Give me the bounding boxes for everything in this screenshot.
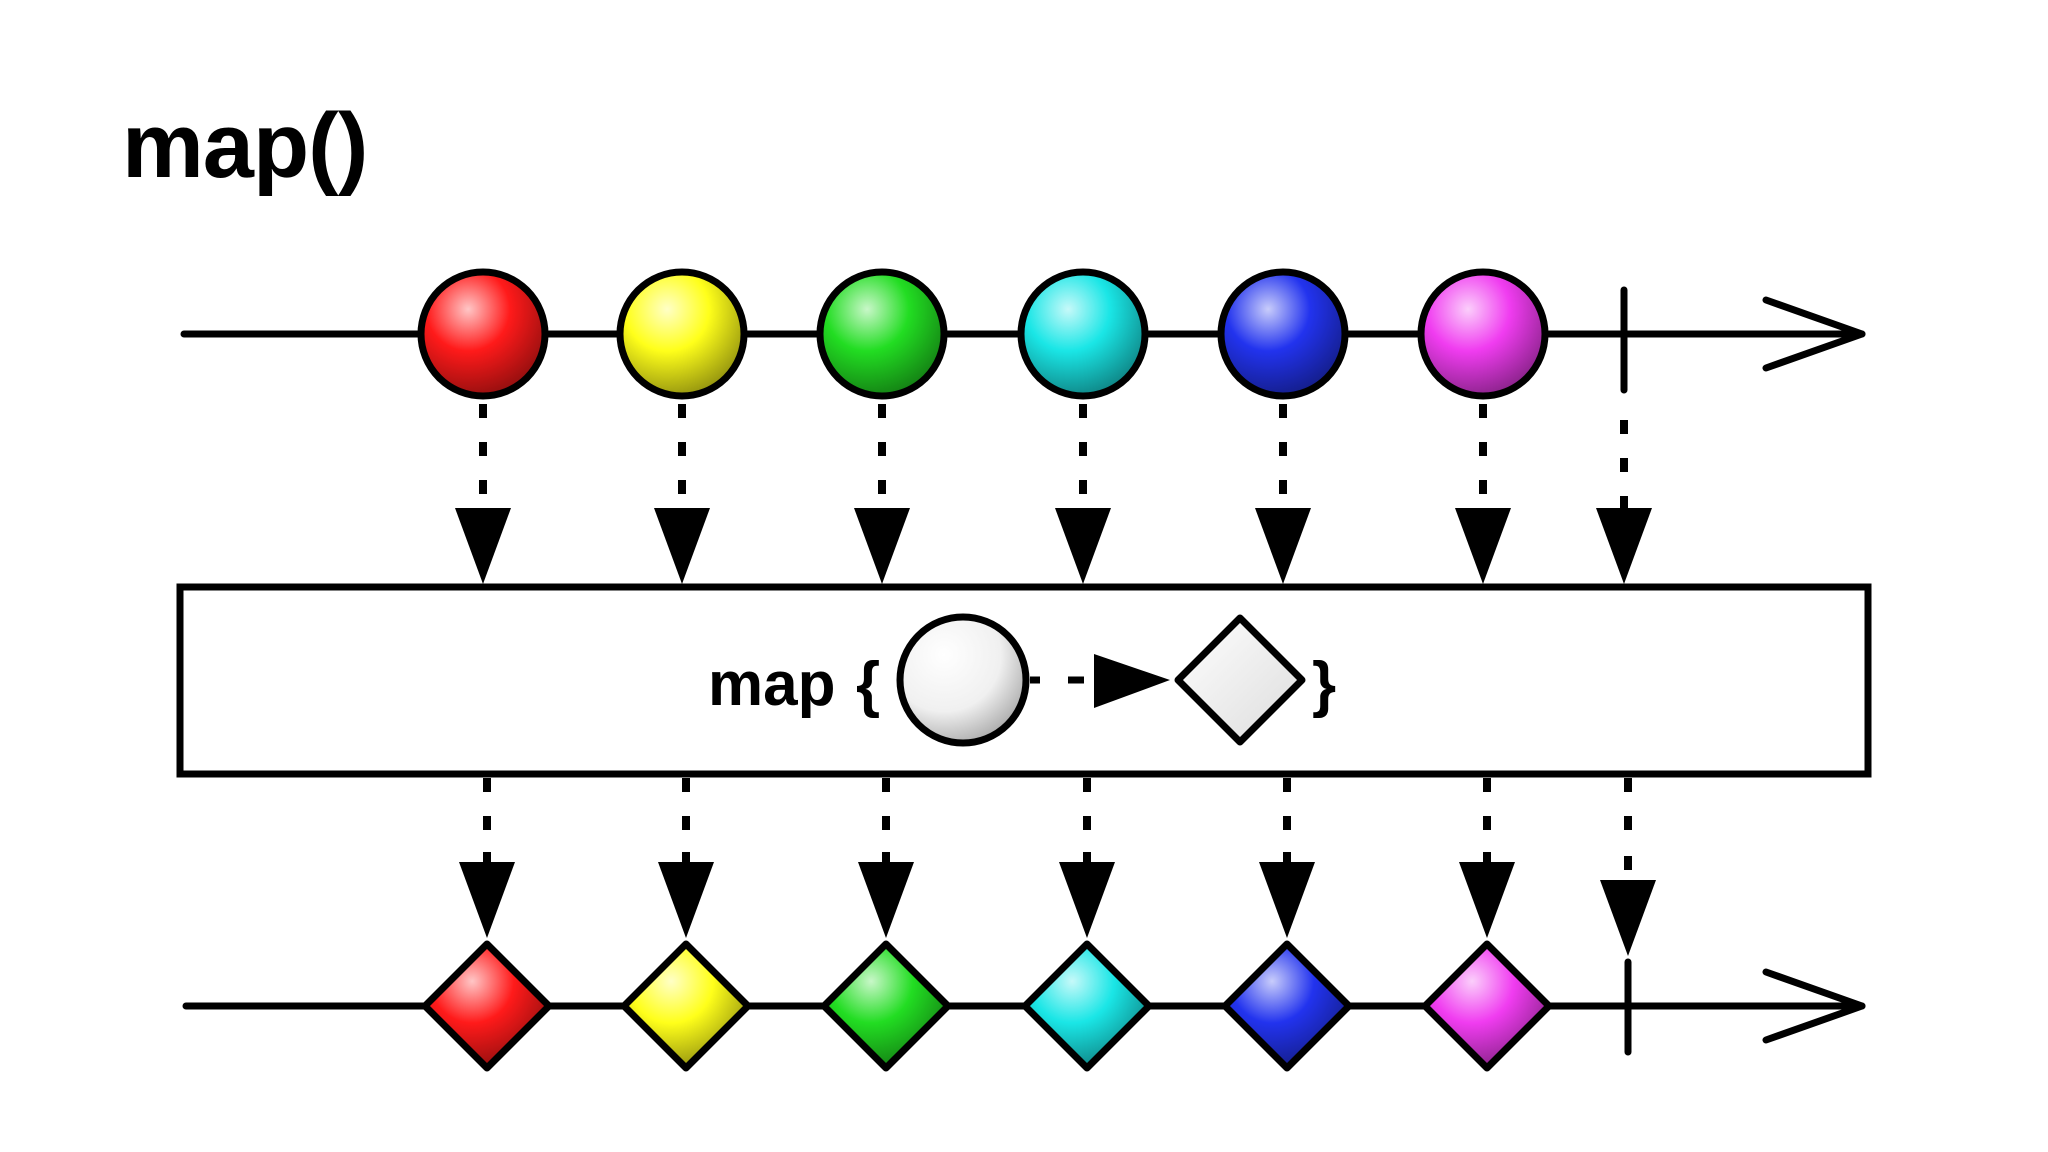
page-title: map() [122, 95, 368, 197]
output-marbles [421, 940, 1553, 1072]
output-marble-diamond-6 [1421, 940, 1553, 1072]
input-marble-circle-5 [1217, 268, 1349, 400]
down-arrow-bottom-4-head [1059, 862, 1115, 938]
operator-output-diamond-icon [1174, 614, 1306, 746]
down-arrow-bottom-6-head [1459, 862, 1515, 938]
down-arrow-top-2-head [654, 508, 710, 584]
down-arrow-top-4-head [1055, 508, 1111, 584]
down-arrow-bottom-2-head [658, 862, 714, 938]
down-arrow-top-5-head [1255, 508, 1311, 584]
arrows-into-operator [455, 404, 1652, 584]
input-marble-circle-4 [1017, 268, 1149, 400]
input-marble-circle-3 [816, 268, 948, 400]
down-arrow-bottom-1-head [459, 862, 515, 938]
output-marble-diamond-1 [421, 940, 553, 1072]
arrows-out-of-operator [459, 778, 1656, 956]
input-marble-circle-1 [417, 268, 549, 400]
down-arrow-bottom-3-head [858, 862, 914, 938]
input-marble-circle-2 [616, 268, 748, 400]
operator-box: map { } [176, 583, 1872, 778]
input-timeline-arrowhead [1762, 296, 1866, 372]
down-arrow-top-6-head [1455, 508, 1511, 584]
output-marble-diamond-5 [1221, 940, 1353, 1072]
output-marble-diamond-2 [620, 940, 752, 1072]
operator-close-brace: } [1312, 650, 1336, 719]
operator-open-brace: { [856, 650, 880, 719]
input-marble-circle-6 [1417, 268, 1549, 400]
down-arrow-top-3-head [854, 508, 910, 584]
down-arrow-top-1-head [455, 508, 511, 584]
down-arrow-top-7-head [1596, 508, 1652, 584]
output-marble-diamond-3 [820, 940, 952, 1072]
operator-input-circle-icon [896, 613, 1030, 747]
output-timeline-arrowhead [1762, 968, 1866, 1044]
down-arrow-bottom-7-head [1600, 880, 1656, 956]
operator-transform-arrow-icon [1094, 654, 1170, 708]
operator-keyword: map [708, 650, 835, 719]
input-marbles [417, 268, 1549, 400]
down-arrow-bottom-5-head [1259, 862, 1315, 938]
output-marble-diamond-4 [1021, 940, 1153, 1072]
